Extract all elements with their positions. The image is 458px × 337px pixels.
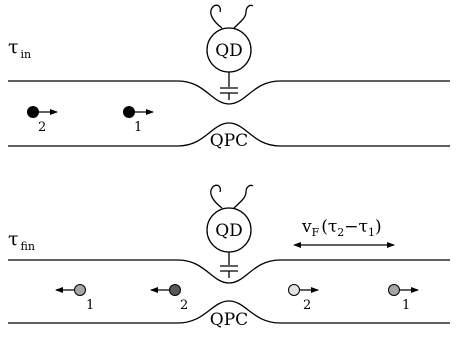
qd-label: QD [215,41,243,61]
electron: 1 [388,284,419,313]
qd-lead-right-icon [233,4,254,29]
qd-lead-left-icon [210,184,223,209]
electron-dot-icon [27,106,39,118]
electron-label: 2 [303,298,311,313]
electron-label: 1 [134,120,142,135]
electron-dot-icon [123,106,135,118]
channel-upper-wall [8,80,450,105]
channel-upper-wall [8,259,450,284]
qd-lead-left-icon [210,4,223,29]
electron: 2 [27,106,58,135]
electron-label: 1 [86,298,94,313]
electron-dot-icon [74,284,86,296]
qd-lead-right-icon [233,184,254,209]
electron-dot-icon [169,284,181,296]
channel-lower-wall [8,122,450,147]
qd-label: QD [215,221,243,241]
qpc-label: QPC [210,131,248,151]
electron: 2 [288,284,319,313]
qpc-label: QPC [210,310,248,330]
electron-dot-icon [288,284,300,296]
electron-label: 2 [180,298,188,313]
electron: 1 [123,106,154,135]
electron: 1 [55,284,94,313]
electron: 2 [150,284,188,313]
electron-label: 2 [38,120,46,135]
electron-dot-icon [388,284,400,296]
channel-lower-wall [8,300,450,324]
electron-label: 1 [402,298,410,313]
separation-label: vF(τ2−τ1) [301,217,382,239]
